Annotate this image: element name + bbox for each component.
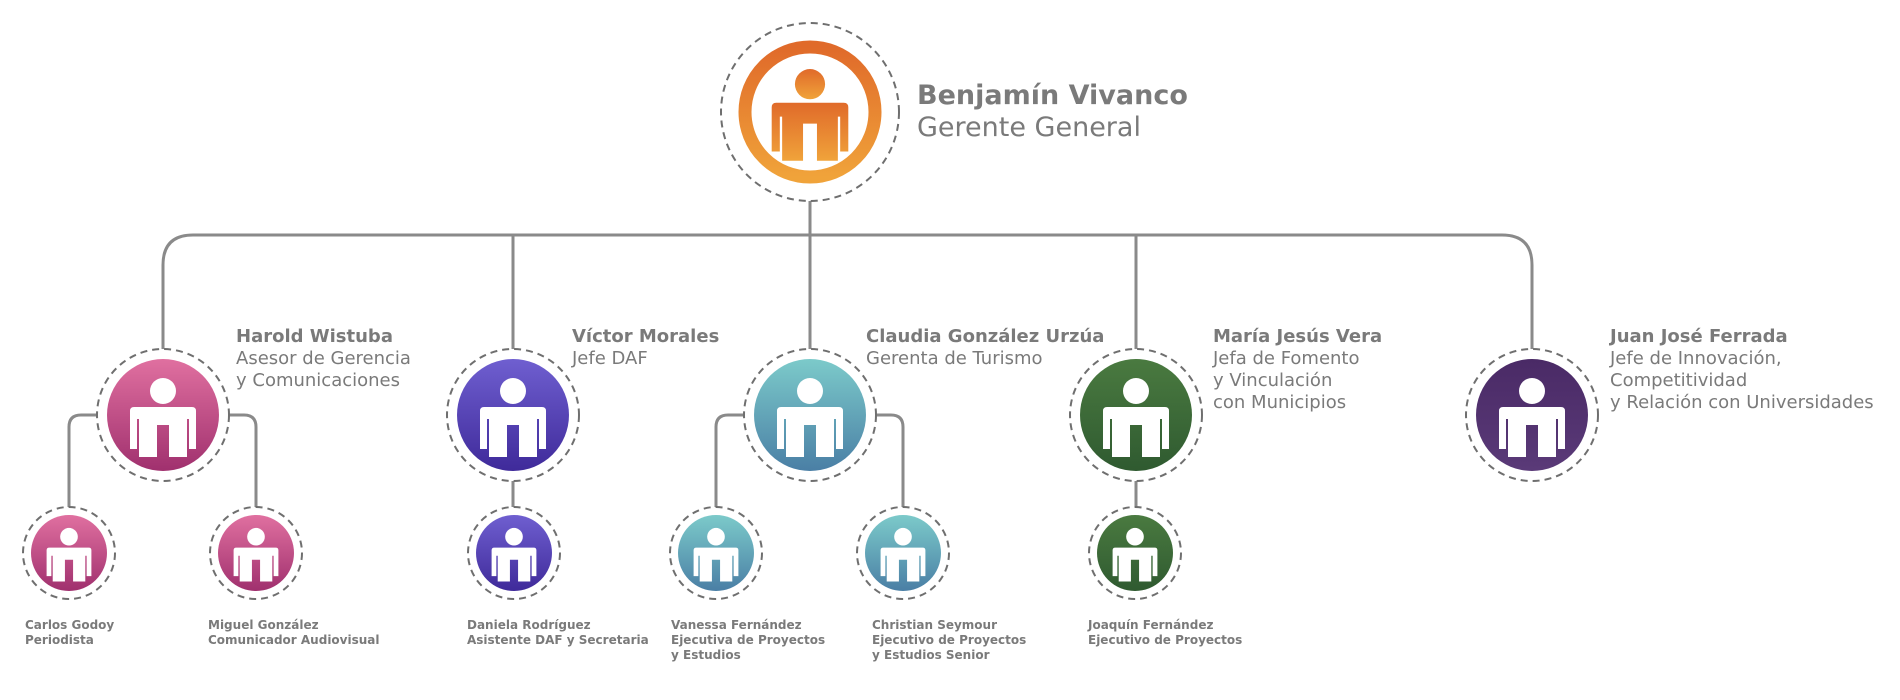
person-name: Víctor Morales [572, 326, 720, 347]
manager-node-maria [1069, 348, 1203, 482]
person-name: Juan José Ferrada [1610, 326, 1788, 347]
report-node-joaquin [1088, 506, 1182, 600]
person-icon [233, 527, 279, 582]
report-node-carlos [22, 506, 116, 600]
person-role: Gerenta de Turismo [866, 348, 1043, 369]
root-person-node [720, 22, 900, 202]
person-role: y Vinculación [1213, 370, 1333, 391]
manager-node-claudia [743, 348, 877, 482]
person-icon [771, 69, 849, 161]
person-role: Periodista [25, 633, 94, 647]
person-role: Gerente General [917, 112, 1141, 143]
person-role: Ejecutiva de Proyectos [671, 633, 826, 647]
person-icon [1112, 527, 1158, 582]
person-icon [777, 378, 843, 457]
report-node-miguel [209, 506, 303, 600]
person-icon [1499, 378, 1565, 457]
person-name: Miguel González [208, 618, 319, 632]
report-connector [67, 413, 107, 507]
person-role: y Comunicaciones [236, 370, 401, 391]
main-branch-bar [161, 233, 1534, 349]
person-icon [46, 527, 92, 582]
person-role: Asesor de Gerencia [236, 348, 411, 369]
person-role: con Municipios [1213, 392, 1347, 413]
report-node-vanessa [669, 506, 763, 600]
report-node-christian [856, 506, 950, 600]
report-node-daniela [467, 506, 561, 600]
person-name: Joaquín Fernández [1088, 618, 1214, 632]
person-name: María Jesús Vera [1213, 326, 1383, 347]
person-role: Ejecutivo de Proyectos [1088, 633, 1243, 647]
manager-node-harold [96, 348, 230, 482]
report-connector [866, 413, 905, 507]
person-name: Harold Wistuba [236, 326, 393, 347]
manager-node-juan [1465, 348, 1599, 482]
avatar-ring [738, 40, 882, 184]
person-name: Carlos Godoy [25, 618, 115, 632]
person-role: Comunicador Audiovisual [208, 633, 380, 647]
person-icon [480, 378, 546, 457]
person-role: Jefe de Innovación, [1610, 348, 1782, 369]
person-icon [1103, 378, 1169, 457]
manager-node-victor [446, 348, 580, 482]
report-connector [714, 413, 754, 507]
report-connector [219, 413, 258, 507]
person-icon [880, 527, 926, 582]
person-icon [491, 527, 537, 582]
person-role: y Relación con Universidades [1610, 392, 1874, 413]
person-name: Benjamín Vivanco [917, 80, 1188, 111]
person-nodes [22, 22, 1599, 600]
connector-lines [67, 201, 1534, 507]
person-role: Jefe DAF [572, 348, 648, 369]
person-name: Vanessa Fernández [671, 618, 802, 632]
person-name: Claudia González Urzúa [866, 326, 1105, 347]
person-icon [693, 527, 739, 582]
person-name: Daniela Rodríguez [467, 618, 591, 632]
person-role: y Estudios [671, 648, 741, 662]
person-role: Jefa de Fomento [1213, 348, 1360, 369]
person-role: y Estudios Senior [872, 648, 990, 662]
person-role: Ejecutivo de Proyectos [872, 633, 1027, 647]
person-icon [130, 378, 196, 457]
person-role: Competitividad [1610, 370, 1748, 391]
person-name: Christian Seymour [872, 618, 998, 632]
person-role: Asistente DAF y Secretaria [467, 633, 649, 647]
